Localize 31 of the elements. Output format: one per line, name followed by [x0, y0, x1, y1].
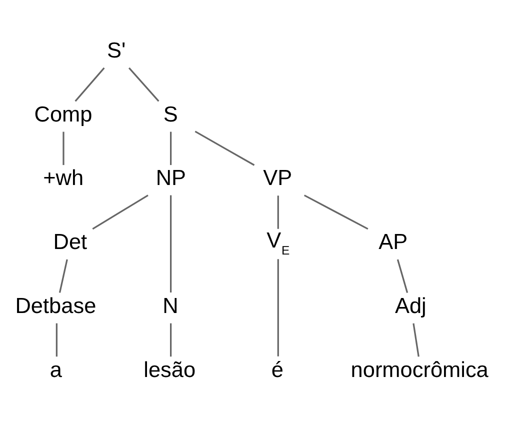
node-text: Det [53, 229, 88, 254]
node-text: é [271, 356, 284, 382]
node-text: AP [378, 229, 408, 254]
node-text: S' [106, 38, 126, 63]
node-text: V$_{E}$ [266, 228, 290, 258]
connector [74, 67, 105, 102]
connector [58, 259, 68, 293]
connector [170, 323, 172, 357]
connector [56, 323, 58, 357]
node-text: normocrômica [350, 356, 488, 382]
connector [396, 259, 408, 293]
node-text: a [50, 356, 62, 382]
node-text: VP [263, 165, 292, 190]
connector [170, 195, 172, 292]
node-text: +wh [43, 165, 84, 190]
node-text: NP [156, 165, 186, 190]
connector [194, 130, 255, 166]
connector [170, 132, 172, 166]
connector [277, 196, 279, 229]
connector [277, 259, 279, 356]
node-text: S [163, 101, 178, 126]
node-text: lesão [144, 356, 196, 382]
node-text: Adj [394, 292, 426, 318]
connector [128, 67, 160, 102]
node-text: Comp [34, 101, 92, 126]
connector [62, 132, 64, 166]
connector [92, 194, 148, 230]
connector [412, 323, 420, 357]
node-text: Detbase [15, 292, 96, 318]
node-text: N [162, 292, 178, 318]
connector [304, 194, 368, 230]
